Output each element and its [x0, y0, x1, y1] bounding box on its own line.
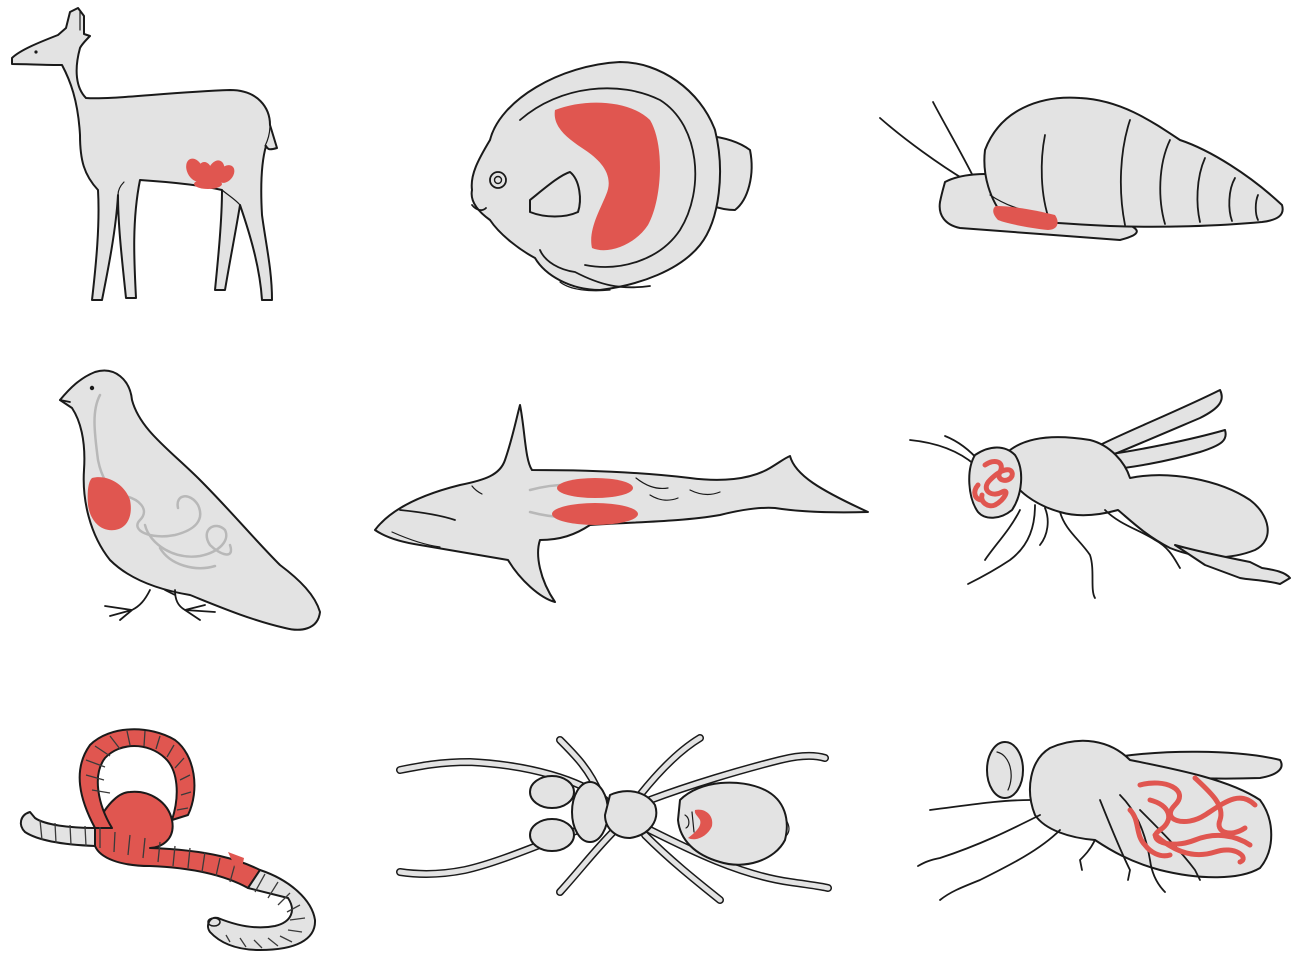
spider-icon	[400, 738, 828, 900]
fish-icon	[472, 62, 752, 291]
fly-icon	[918, 741, 1282, 900]
wasp-icon	[910, 390, 1290, 598]
snail-icon	[880, 98, 1283, 240]
shark-icon	[375, 405, 868, 602]
deer-icon	[12, 8, 277, 300]
earthworm-icon	[21, 729, 315, 950]
bird-icon	[60, 371, 320, 630]
